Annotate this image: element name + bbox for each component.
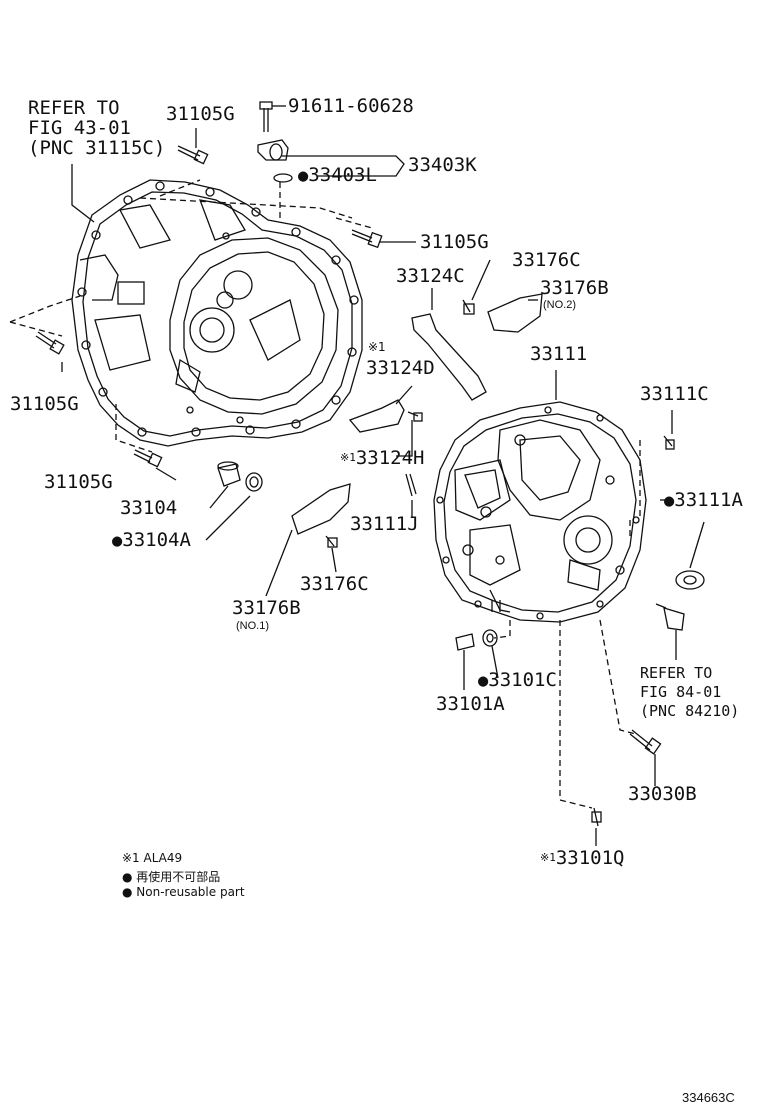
label-refer-right-2: FIG 84-01 [640,683,722,701]
label-33111: 33111 [530,343,588,365]
label-33124h: ※133124H [340,447,425,469]
label-91611-60628: 91611-60628 [288,95,414,117]
non-reusable-dot: ● [112,531,123,551]
label-33101c: ●33101C [478,669,557,691]
label-33124c: 33124C [396,265,465,287]
legend-non-reusable-jp: ● 再使用不可部品 [122,870,221,884]
note-mark: ※1 [340,451,356,464]
legend-note-ala49: ※1 ALA49 [122,851,183,865]
label-33176b-top: 33176B [540,277,609,299]
label-refer-left-2: FIG 43-01 [28,117,131,139]
label-31105g-top: 31105G [166,103,235,125]
alignment-dashed-lines [9,179,641,809]
label-33124d: 33124D [366,357,435,379]
label-33124d-mark: ※1 [368,340,386,354]
label-33176c-top: 33176C [512,249,581,271]
label-33030b: 33030B [628,783,697,805]
label-refer-right-1: REFER TO [640,664,713,682]
label-33101a: 33101A [436,693,505,715]
clutch-housing-drawing [71,179,363,447]
non-reusable-dot: ● [298,166,309,186]
label-33176c-bottom: 33176C [300,573,369,595]
non-reusable-dot: ● [664,491,675,511]
label-33111a: ●33111A [664,489,743,511]
label-refer-right-3: (PNC 84210) [640,702,740,720]
label-refer-left-3: (PNC 31115C) [28,137,166,159]
label-refer-left-1: REFER TO [28,97,120,119]
figure-id: 334663C [682,1090,735,1105]
label-33176b-bottom-sub: (NO.1) [236,620,269,632]
legend-non-reusable-en: ● Non-reusable part [122,885,245,899]
note-mark: ※1 [540,851,556,864]
label-33176b-bottom: 33176B [232,597,301,619]
label-33176b-top-sub: (NO.2) [543,299,576,311]
label-33111c: 33111C [640,383,709,405]
label-33104: 33104 [120,497,178,519]
non-reusable-dot: ● [478,671,489,691]
label-33104a: ●33104A [112,529,191,551]
label-31105g-left: 31105G [10,393,79,415]
label-31105g-right: 31105G [420,231,489,253]
label-31105g-bottom: 31105G [44,471,113,493]
label-33101q: ※133101Q [540,847,625,869]
label-33403l: ●33403L [298,164,377,186]
bolt-shapes [35,101,675,827]
label-33403k: 33403K [408,154,477,176]
leader-lines [61,105,705,846]
label-33111j: 33111J [350,513,419,535]
transmission-case-drawing [433,401,647,623]
